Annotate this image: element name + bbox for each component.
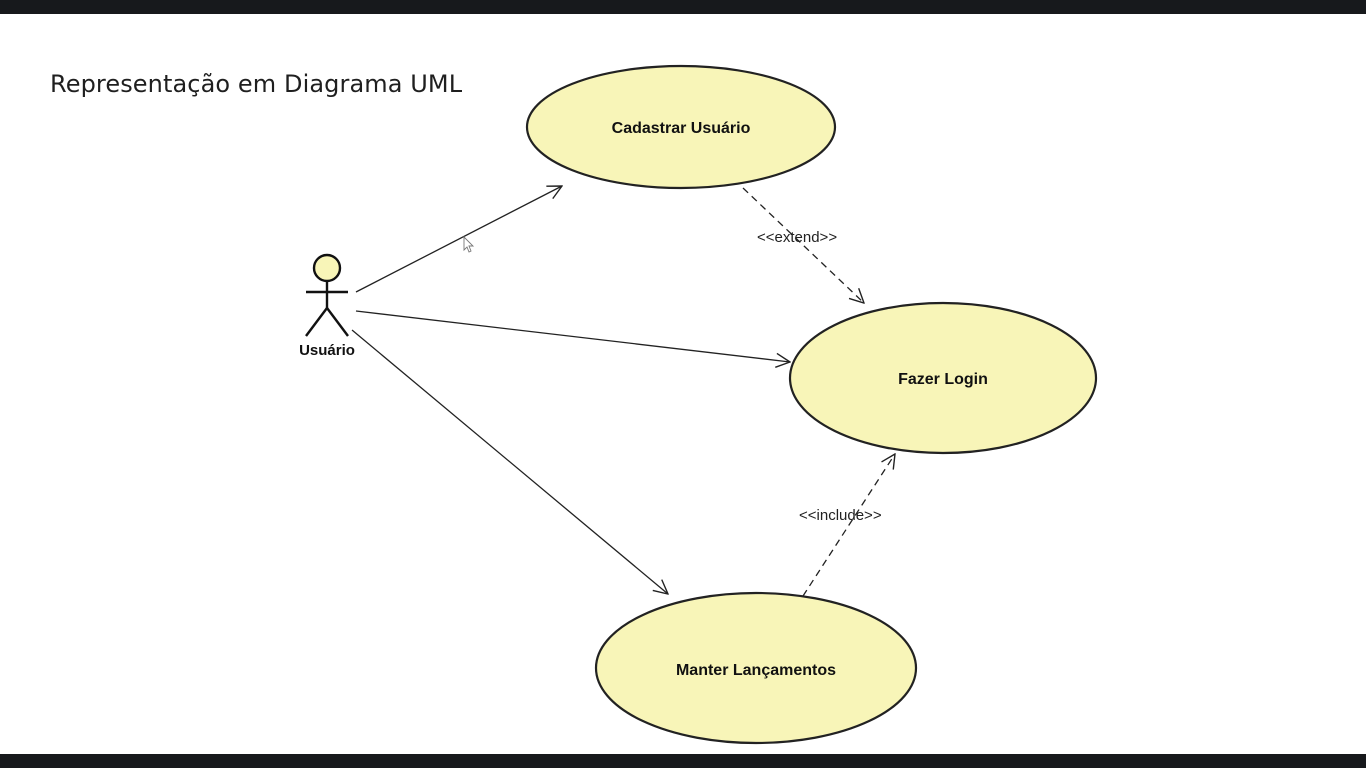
actor-label: Usuário — [299, 342, 355, 359]
extend-label: <<extend>> — [757, 229, 837, 246]
association-to-cadastrar-usuario — [355, 186, 562, 293]
use-case-manter-lancamentos: Manter Lançamentos — [594, 591, 918, 745]
association-to-manter-lancamentos — [351, 329, 668, 594]
use-case-cadastrar-usuario: Cadastrar Usuário — [525, 64, 837, 190]
use-case-fazer-login: Fazer Login — [788, 301, 1098, 455]
top-frame-bar — [0, 0, 1366, 14]
extend-dependency — [742, 187, 864, 303]
include-label: <<include>> — [799, 507, 882, 524]
slide-title: Representação em Diagrama UML — [50, 70, 463, 98]
actor-left-leg — [305, 307, 328, 337]
use-case-fazer-login-label: Fazer Login — [898, 371, 988, 388]
actor-right-leg — [326, 307, 349, 337]
mouse-cursor-icon — [463, 235, 475, 253]
actor-usuario: Usuário — [299, 253, 355, 359]
actor-head — [312, 253, 342, 283]
bottom-frame-bar — [0, 754, 1366, 768]
use-case-manter-lancamentos-label: Manter Lançamentos — [676, 662, 836, 679]
use-case-diagram: <<extend>> <<include>> Cadastrar Usuário… — [299, 64, 1098, 745]
slide: Representação em Diagrama UML <<extend>>… — [0, 14, 1366, 754]
include-dependency — [802, 454, 895, 597]
use-case-cadastrar-usuario-label: Cadastrar Usuário — [612, 120, 751, 137]
association-to-fazer-login — [355, 310, 790, 362]
